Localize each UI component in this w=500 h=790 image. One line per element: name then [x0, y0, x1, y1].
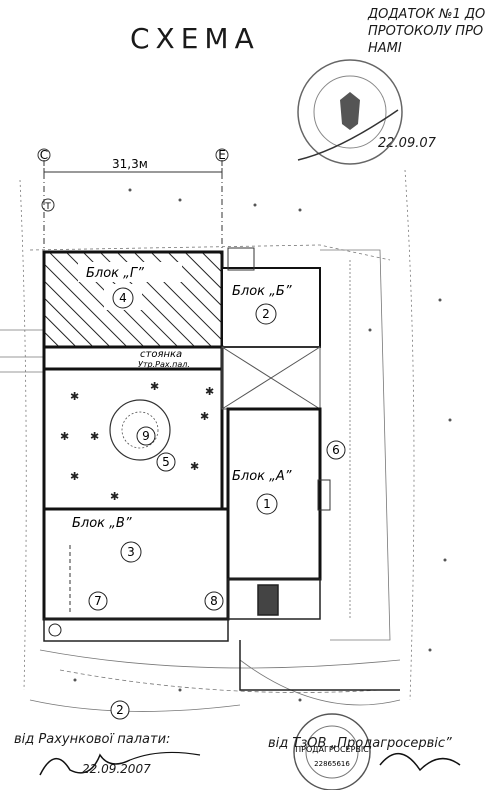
trees: ✱ ✱ ✱ ✱ ✱ ✱ ✱ ✱ ✱ — [60, 380, 214, 503]
svg-text:✱: ✱ — [205, 385, 214, 398]
block-v-label: Блок „В” — [72, 516, 132, 531]
axis-label-e: Е — [218, 148, 226, 162]
axis-label-t: Т — [44, 202, 51, 212]
hall-area — [221, 346, 321, 410]
signature-right-label: від ТзОВ „Продагросервіс” — [268, 736, 452, 751]
parking-sublabel: Утр.Рах.пал. — [138, 360, 190, 369]
signature-date: 22.09.2007 — [82, 762, 151, 776]
stamp-date: 22.09.07 — [378, 136, 436, 151]
elevation-marks — [73, 188, 452, 702]
dimension-label: 31,3м — [112, 157, 148, 171]
block-b-label: Блок „Б” — [232, 284, 292, 299]
marker-2-bottom: 2 — [116, 703, 124, 717]
svg-text:✱: ✱ — [150, 380, 159, 393]
seal-bottom-name: ПРОДАГРОСЕРВІС — [295, 745, 369, 754]
addendum-line-2: ПРОТОКОЛУ ПРО НАМІ — [368, 24, 484, 56]
svg-text:✱: ✱ — [70, 470, 79, 483]
survey-lines — [0, 169, 415, 712]
block-a-number: 1 — [263, 497, 271, 511]
page-title: СХЕМА — [130, 22, 260, 55]
svg-text:✱: ✱ — [110, 490, 119, 503]
lower-structures — [43, 578, 400, 691]
signature-left — [39, 753, 131, 776]
block-b-number: 2 — [262, 307, 270, 321]
block-a-label: Блок „А” — [232, 469, 292, 484]
svg-text:✱: ✱ — [90, 430, 99, 443]
marker-8: 8 — [210, 594, 218, 608]
block-a-outline — [226, 407, 322, 581]
marker-7: 7 — [94, 594, 102, 608]
axis-label-c: С — [40, 148, 48, 162]
svg-text:✱: ✱ — [190, 460, 199, 473]
seal-bottom-code: 22865616 — [314, 760, 350, 768]
svg-text:✱: ✱ — [60, 430, 69, 443]
signature-right — [379, 753, 461, 772]
marker-6: 6 — [332, 443, 340, 457]
marker-9: 9 — [142, 429, 150, 443]
round-seal-bottom — [293, 713, 371, 790]
parking-outline — [42, 345, 224, 371]
round-seal-top — [297, 59, 403, 165]
svg-text:✱: ✱ — [200, 410, 209, 423]
block-g-number: 4 — [119, 291, 127, 305]
marker-5: 5 — [162, 455, 170, 469]
svg-text:✱: ✱ — [70, 390, 79, 403]
signature-left-label: від Рахункової палати: — [14, 732, 171, 747]
axis-markers — [37, 148, 229, 640]
block-g-label: Блок „Г” — [86, 266, 144, 281]
parking-label: стоянка — [140, 349, 182, 360]
addendum-line-1: ДОДАТОК №1 ДО — [368, 7, 486, 22]
block-v-number: 3 — [127, 545, 135, 559]
addendum-header: ДОДАТОК №1 ДО ПРОТОКОЛУ ПРО НАМІ — [368, 6, 500, 57]
